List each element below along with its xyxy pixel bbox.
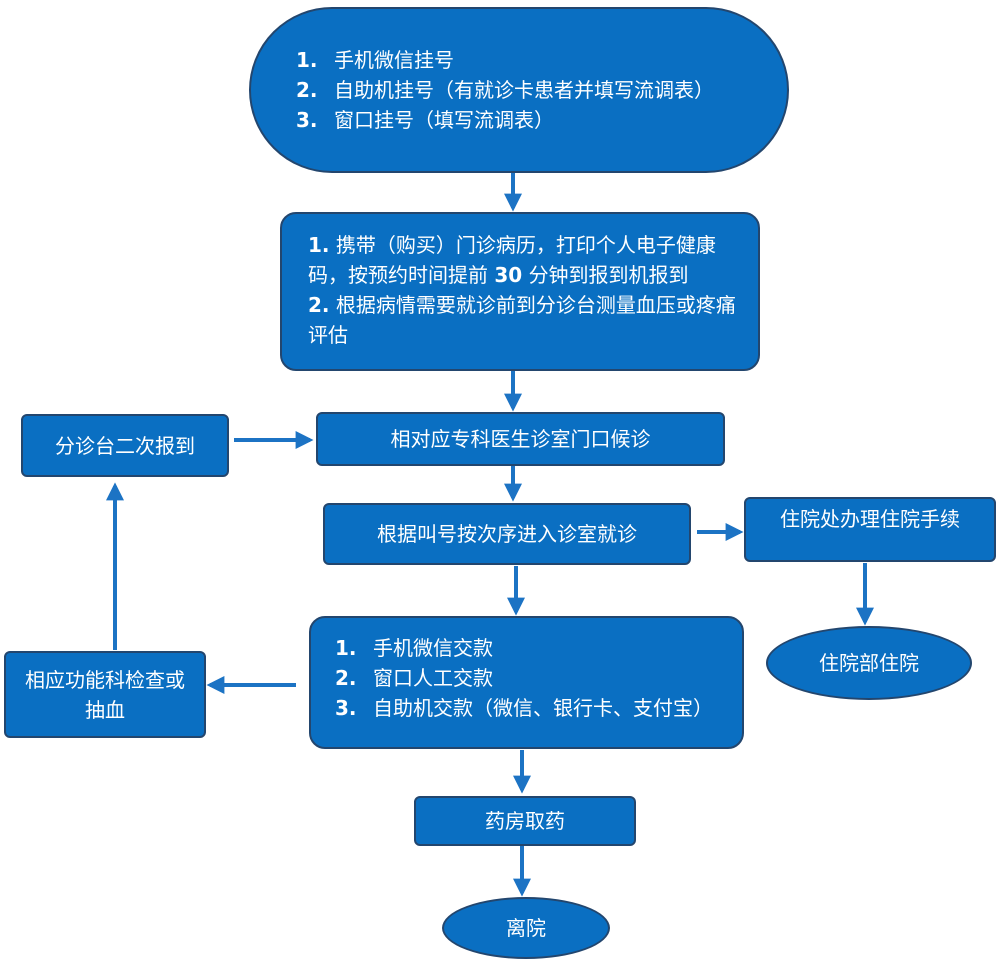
- pharmacy-node: 药房取药: [414, 796, 636, 846]
- waiting-node: 相对应专科医生诊室门口候诊: [316, 412, 725, 466]
- exam-node: 相应功能科检查或抽血: [4, 651, 206, 738]
- inpatient-node: 住院部住院: [766, 626, 972, 700]
- second-checkin-node: 分诊台二次报到: [21, 414, 229, 477]
- checkin-node: 1. 携带（购买）门诊病历，打印个人电子健康码，按预约时间提前 30 分钟到报到…: [280, 212, 760, 371]
- checkin-step-2: 2. 根据病情需要就诊前到分诊台测量血压或疼痛评估: [308, 293, 736, 347]
- registration-item: 2.自助机挂号（有就诊卡患者并填写流调表）: [296, 78, 714, 102]
- registration-list: 1.手机微信挂号 2.自助机挂号（有就诊卡患者并填写流调表） 3.窗口挂号（填写…: [296, 45, 787, 135]
- registration-item: 1.手机微信挂号: [296, 48, 454, 72]
- registration-item: 3.窗口挂号（填写流调表）: [296, 108, 554, 132]
- consultation-node: 根据叫号按次序进入诊室就诊: [323, 503, 691, 565]
- discharge-node: 离院: [442, 897, 610, 959]
- payment-node: 1.手机微信交款 2.窗口人工交款 3.自助机交款（微信、银行卡、支付宝）: [309, 616, 744, 749]
- admission-procedure-node: 住院处办理住院手续: [744, 497, 996, 562]
- checkin-step-1: 1. 携带（购买）门诊病历，打印个人电子健康码，按预约时间提前 30 分钟到报到…: [308, 233, 716, 287]
- payment-list: 1.手机微信交款 2.窗口人工交款 3.自助机交款（微信、银行卡、支付宝）: [335, 633, 742, 723]
- payment-item: 3.自助机交款（微信、银行卡、支付宝）: [335, 696, 713, 720]
- payment-item: 1.手机微信交款: [335, 636, 493, 660]
- registration-node: 1.手机微信挂号 2.自助机挂号（有就诊卡患者并填写流调表） 3.窗口挂号（填写…: [249, 7, 789, 173]
- payment-item: 2.窗口人工交款: [335, 666, 493, 690]
